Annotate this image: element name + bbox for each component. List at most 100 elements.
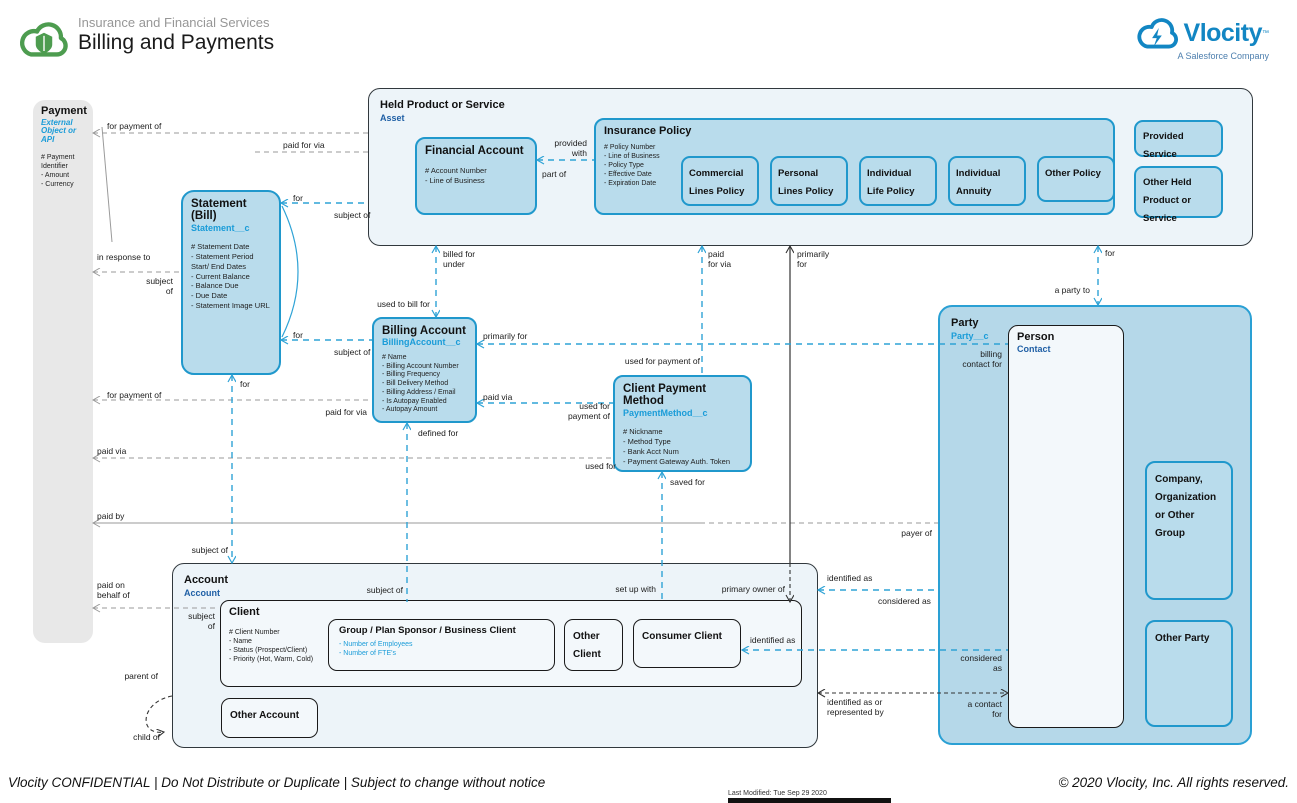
- brand-tagline: A Salesforce Company: [1177, 51, 1269, 61]
- person-subtitle: Contact: [1017, 343, 1051, 354]
- attr-line: - Status (Prospect/Client): [229, 647, 308, 655]
- connector-label: subject of: [191, 545, 228, 555]
- statement-attrs: # Statement Date- Statement Period Start…: [191, 242, 271, 310]
- attr-line: - Bill Delivery Method: [382, 380, 449, 388]
- consumer-client-title: Consumer Client: [642, 631, 723, 642]
- billing-account-box: Billing Account BillingAccount__c # Name…: [372, 317, 477, 423]
- statement-subtitle: Statement__c: [191, 222, 250, 233]
- client-attrs: # Client Number- Name - Status (Prospect/…: [229, 628, 793, 664]
- footer-last-modified: Last Modified: Tue Sep 29 2020: [728, 790, 827, 797]
- company-group-box: Company, Organization or Other Group: [1145, 461, 1233, 600]
- attr-line: # Client Number: [229, 628, 280, 636]
- group-plan-sponsor-box: Group / Plan Sponsor / Business Client -…: [328, 619, 555, 671]
- attr-line: - Number of FTE's: [339, 650, 396, 658]
- held-title: Held Product or Service: [380, 99, 505, 111]
- billing-account-title: Billing Account: [382, 325, 466, 337]
- other-client-box: Other Client: [564, 619, 623, 671]
- attr-line: - Bank Acct Num: [623, 446, 679, 456]
- attr-line: - Method Type: [623, 437, 671, 446]
- insurance-policy-attrs: # Policy Number- Line of Business- Polic…: [604, 143, 1105, 188]
- attr-line: - Currency: [41, 181, 74, 189]
- attr-line: - Effective Date: [604, 171, 652, 179]
- connector-label: in response to: [97, 252, 151, 262]
- connector-label: subject of: [146, 276, 173, 297]
- connector-label: saved for: [670, 477, 705, 487]
- vlocity-cloud-icon: [1136, 18, 1178, 49]
- header-category: Insurance and Financial Services: [78, 15, 270, 30]
- connector-label: for payment of: [107, 390, 162, 400]
- payment-subtitle: External Object or API: [41, 117, 77, 144]
- connector-label: used for payment of: [624, 356, 700, 366]
- brand-name: Vlocity: [1183, 18, 1263, 47]
- attr-line: - Current Balance: [191, 271, 250, 281]
- connector-label: used to bill for: [377, 299, 430, 309]
- ifs-cloud-shield-logo: [20, 22, 68, 57]
- person-title: Person: [1017, 331, 1055, 343]
- other-party-title: Other Party: [1155, 633, 1210, 644]
- connector-label: for payment of: [107, 121, 162, 131]
- connector-label: paid via: [97, 446, 127, 456]
- connector-label: primarily for: [483, 331, 528, 341]
- client-title: Client: [229, 606, 260, 618]
- policy-personal-lines-title: Personal Lines Policy: [778, 168, 834, 197]
- account-subtitle: Account: [184, 588, 220, 598]
- connector-label: for: [293, 193, 303, 203]
- other-account-title: Other Account: [230, 710, 300, 721]
- connector-label: billed for under: [443, 249, 476, 270]
- attr-line: # Statement Date: [191, 242, 250, 252]
- client-payment-method-title: Client Payment Method: [623, 383, 707, 408]
- attr-line: - Line of Business: [425, 176, 485, 186]
- attr-line: # Payment Identifier: [41, 154, 75, 171]
- insurance-policy-title: Insurance Policy: [604, 125, 692, 137]
- connector-label: paid for via: [283, 140, 325, 150]
- connector-label: paid by: [97, 511, 125, 521]
- attr-line: - Policy Type: [604, 162, 644, 170]
- attr-line: # Nickname: [623, 427, 663, 437]
- attr-line: - Expiration Date: [604, 180, 657, 188]
- insurance-policy-box: Insurance Policy # Policy Number- Line o…: [594, 118, 1115, 215]
- connector-label: identified as or represented by: [827, 697, 884, 718]
- connector-label: defined for: [418, 428, 459, 438]
- connector-label: used for payment of: [567, 401, 610, 422]
- payment-box: Payment External Object or API # Payment…: [33, 100, 93, 643]
- payment-title: Payment: [41, 105, 87, 117]
- policy-commercial-lines-title: Commercial Lines Policy: [689, 168, 745, 197]
- attr-line: - Priority (Hot, Warm, Cold): [229, 656, 314, 664]
- footer-bar: [728, 798, 891, 803]
- held-subtitle: Asset: [380, 113, 405, 123]
- attr-line: - Balance Due: [191, 281, 239, 291]
- account-title: Account: [184, 574, 228, 586]
- other-held-product-title: Other Held Product or Service: [1143, 177, 1192, 224]
- connector-label: paid on behalf of: [97, 580, 130, 601]
- connector-label: child of: [133, 732, 160, 742]
- connector-label: subject of: [334, 210, 371, 220]
- statement-box: Statement (Bill) Statement__c # Statemen…: [181, 190, 281, 375]
- party-subtitle: Party__c: [951, 331, 989, 341]
- attr-line: - Payment Gateway Auth. Token: [623, 456, 731, 466]
- attr-line: - Statement Image URL: [191, 300, 270, 310]
- connector-label: identified as: [827, 573, 873, 583]
- attr-line: - Name: [229, 637, 252, 645]
- policy-individual-annuity-box: Individual Annuity: [948, 156, 1026, 206]
- party-title: Party: [951, 317, 979, 329]
- policy-other-title: Other Policy: [1045, 168, 1101, 179]
- connector-label: used for: [585, 461, 616, 471]
- consumer-client-box: Consumer Client: [633, 619, 741, 668]
- attr-line: - Billing Address / Email: [382, 388, 456, 396]
- connector-label: primarily for: [797, 249, 830, 270]
- attr-line: - Amount: [41, 172, 70, 180]
- other-account-box: Other Account: [221, 698, 318, 738]
- attr-line: - Line of Business: [604, 152, 660, 160]
- attr-line: # Account Number: [425, 166, 487, 176]
- connector-label: a party to: [1054, 285, 1090, 295]
- connector-label: for: [1105, 248, 1115, 258]
- attr-line: - Statement Period Start/ End Dates: [191, 252, 254, 271]
- connector-label: parent of: [124, 671, 158, 681]
- policy-individual-life-box: Individual Life Policy: [859, 156, 937, 206]
- statement-title: Statement (Bill): [191, 198, 247, 223]
- connector-label: paid via: [483, 392, 513, 402]
- group-plan-sponsor-title: Group / Plan Sponsor / Business Client: [339, 625, 516, 636]
- footer-copyright: © 2020 Vlocity, Inc. All rights reserved…: [1058, 775, 1289, 790]
- attr-line: - Billing Account Number: [382, 362, 459, 370]
- financial-account-attrs: # Account Number- Line of Business: [425, 166, 527, 186]
